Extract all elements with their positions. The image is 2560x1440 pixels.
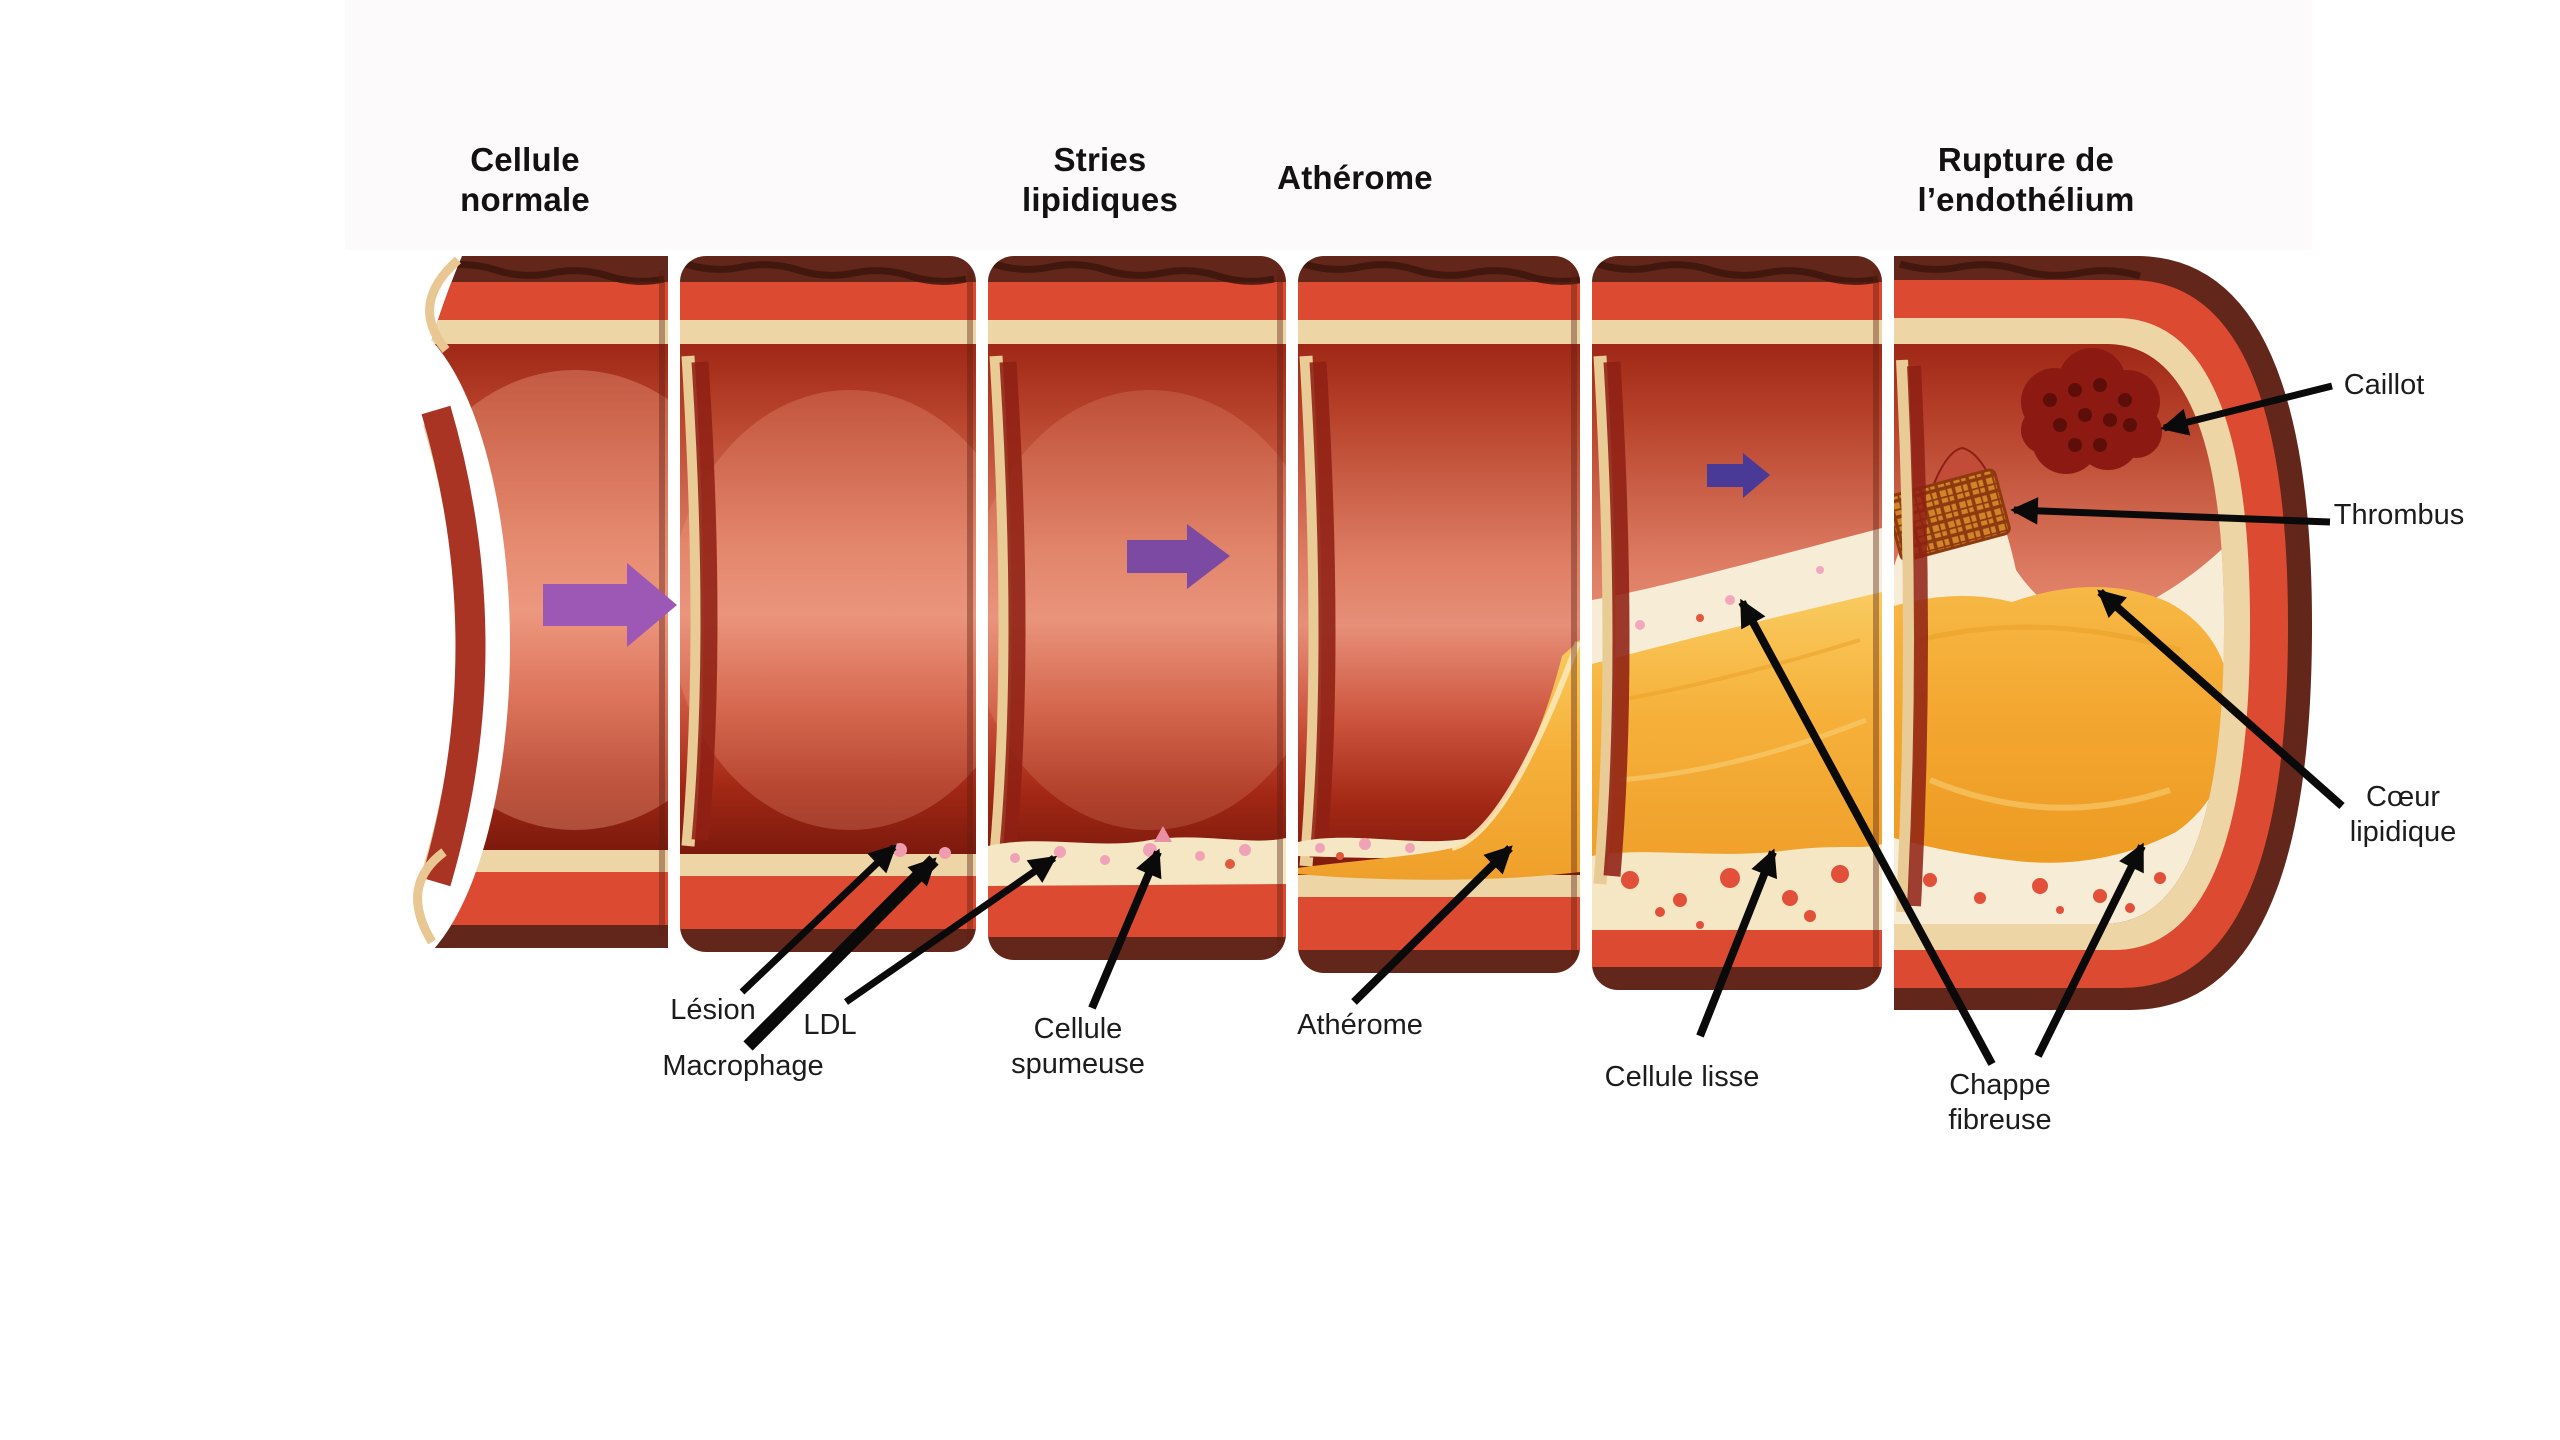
artery-segment-rupture — [1894, 256, 2313, 1011]
chappe-fibreuse-arrow-left — [1738, 598, 1996, 1066]
annotation-label-atherome-bas: Athérome — [1297, 1009, 1423, 1041]
foam-cell-band — [1592, 844, 1882, 934]
artery-segment-atherome — [1298, 256, 1580, 973]
annotation-arrows — [739, 382, 2345, 1066]
thrombus-arrow — [2010, 497, 2331, 526]
artery-segment-lesion — [680, 256, 976, 952]
wall-cut-edge-top — [425, 256, 462, 353]
annotation-label-ldl: LDL — [803, 1009, 857, 1041]
wall-cut-edge-bottom — [413, 848, 447, 945]
artery-segment-plaque — [1592, 256, 1882, 990]
lesion-arrow — [739, 844, 897, 995]
open-end-inner-wall — [421, 405, 486, 887]
blood-flow-arrow-3 — [1707, 453, 1770, 498]
macrophage-arrow — [743, 855, 939, 1051]
blood-flow-arrow-2 — [1127, 524, 1230, 589]
artery-segment-stries — [988, 256, 1286, 960]
annotation-label-lesion: Lésion — [670, 994, 756, 1026]
caillot-arrow — [2160, 382, 2333, 436]
annotation-label-caillot: Caillot — [2343, 369, 2425, 401]
atherome-arrow — [1351, 845, 1513, 1005]
header-band — [345, 0, 2312, 250]
annotation-label-cellule-spumeuse: Cellule spumeuse — [1011, 1013, 1145, 1080]
stage-label-stries-lipidiques: Stries lipidiques — [1021, 141, 1179, 218]
coeur-lipidique-arrow — [2097, 589, 2345, 809]
lesion-spot — [939, 847, 951, 859]
annotation-label-chappe-fibreuse: Chappe fibreuse — [1948, 1069, 2052, 1136]
atheroma-plaque-large — [1592, 592, 1882, 864]
cellule-spumeuse-arrow — [1088, 848, 1162, 1010]
annotation-label-cellule-lisse: Cellule lisse — [1604, 1061, 1760, 1093]
cellule-lisse-arrow — [1696, 848, 1778, 1038]
blood-flow-arrow-1 — [543, 563, 677, 647]
chappe-fibreuse-arrow-right — [2034, 842, 2146, 1058]
fibrous-cap — [1592, 528, 1882, 668]
ldl-arrow — [844, 855, 1058, 1005]
stage-label-atherome: Athérome — [1277, 159, 1433, 196]
clot-shape — [2021, 348, 2162, 474]
stage-label-rupture: Rupture de l’endothélium — [1917, 141, 2135, 218]
fatty-streak-band — [988, 837, 1286, 886]
atheroma-plaque — [1298, 640, 1580, 880]
stage-label-cellule-normale: Cellule normale — [460, 141, 590, 218]
annotation-label-macrophage: Macrophage — [662, 1050, 824, 1082]
annotation-label-coeur-lipidique: Cœur lipidique — [2349, 781, 2457, 848]
annotation-label-thrombus: Thrombus — [2333, 499, 2465, 531]
